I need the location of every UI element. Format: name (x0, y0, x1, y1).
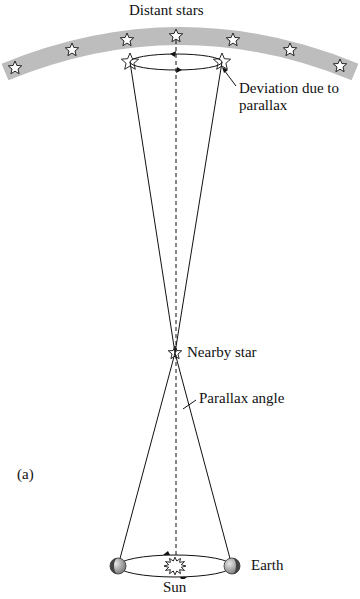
orbit-arrowhead (163, 551, 170, 555)
leader-arrowhead (222, 67, 228, 73)
sight-line (118, 62, 175, 566)
earth-label: Earth (250, 557, 284, 574)
earth-symbol (110, 558, 126, 574)
panel-label: (a) (16, 466, 35, 483)
leader-line (224, 70, 236, 86)
star-group (8, 29, 346, 359)
leader-line (183, 400, 196, 409)
distant-star (333, 59, 346, 72)
sun-rays (164, 557, 186, 575)
earth-symbol (224, 558, 240, 574)
distant-star (283, 43, 296, 56)
distant-star (226, 33, 239, 46)
distant-star (120, 33, 133, 46)
sight-line (175, 62, 232, 566)
earth-shadow (110, 558, 118, 574)
angle-label: Parallax angle (198, 390, 285, 407)
distant-star (65, 43, 78, 56)
sun-symbol (164, 557, 186, 575)
earth-orbit (118, 555, 232, 577)
distant-star (8, 61, 21, 74)
earth-shadow (232, 558, 240, 574)
path-arrowhead (176, 67, 182, 73)
distant-star (169, 29, 182, 42)
sun-label: Sun (162, 579, 187, 596)
path-arrowhead (170, 51, 176, 57)
callout-label: Deviation due to parallax (238, 80, 344, 114)
band-label: Distant stars (128, 2, 205, 19)
star-label: Nearby star (186, 344, 258, 361)
dashed-axis (176, 40, 177, 556)
